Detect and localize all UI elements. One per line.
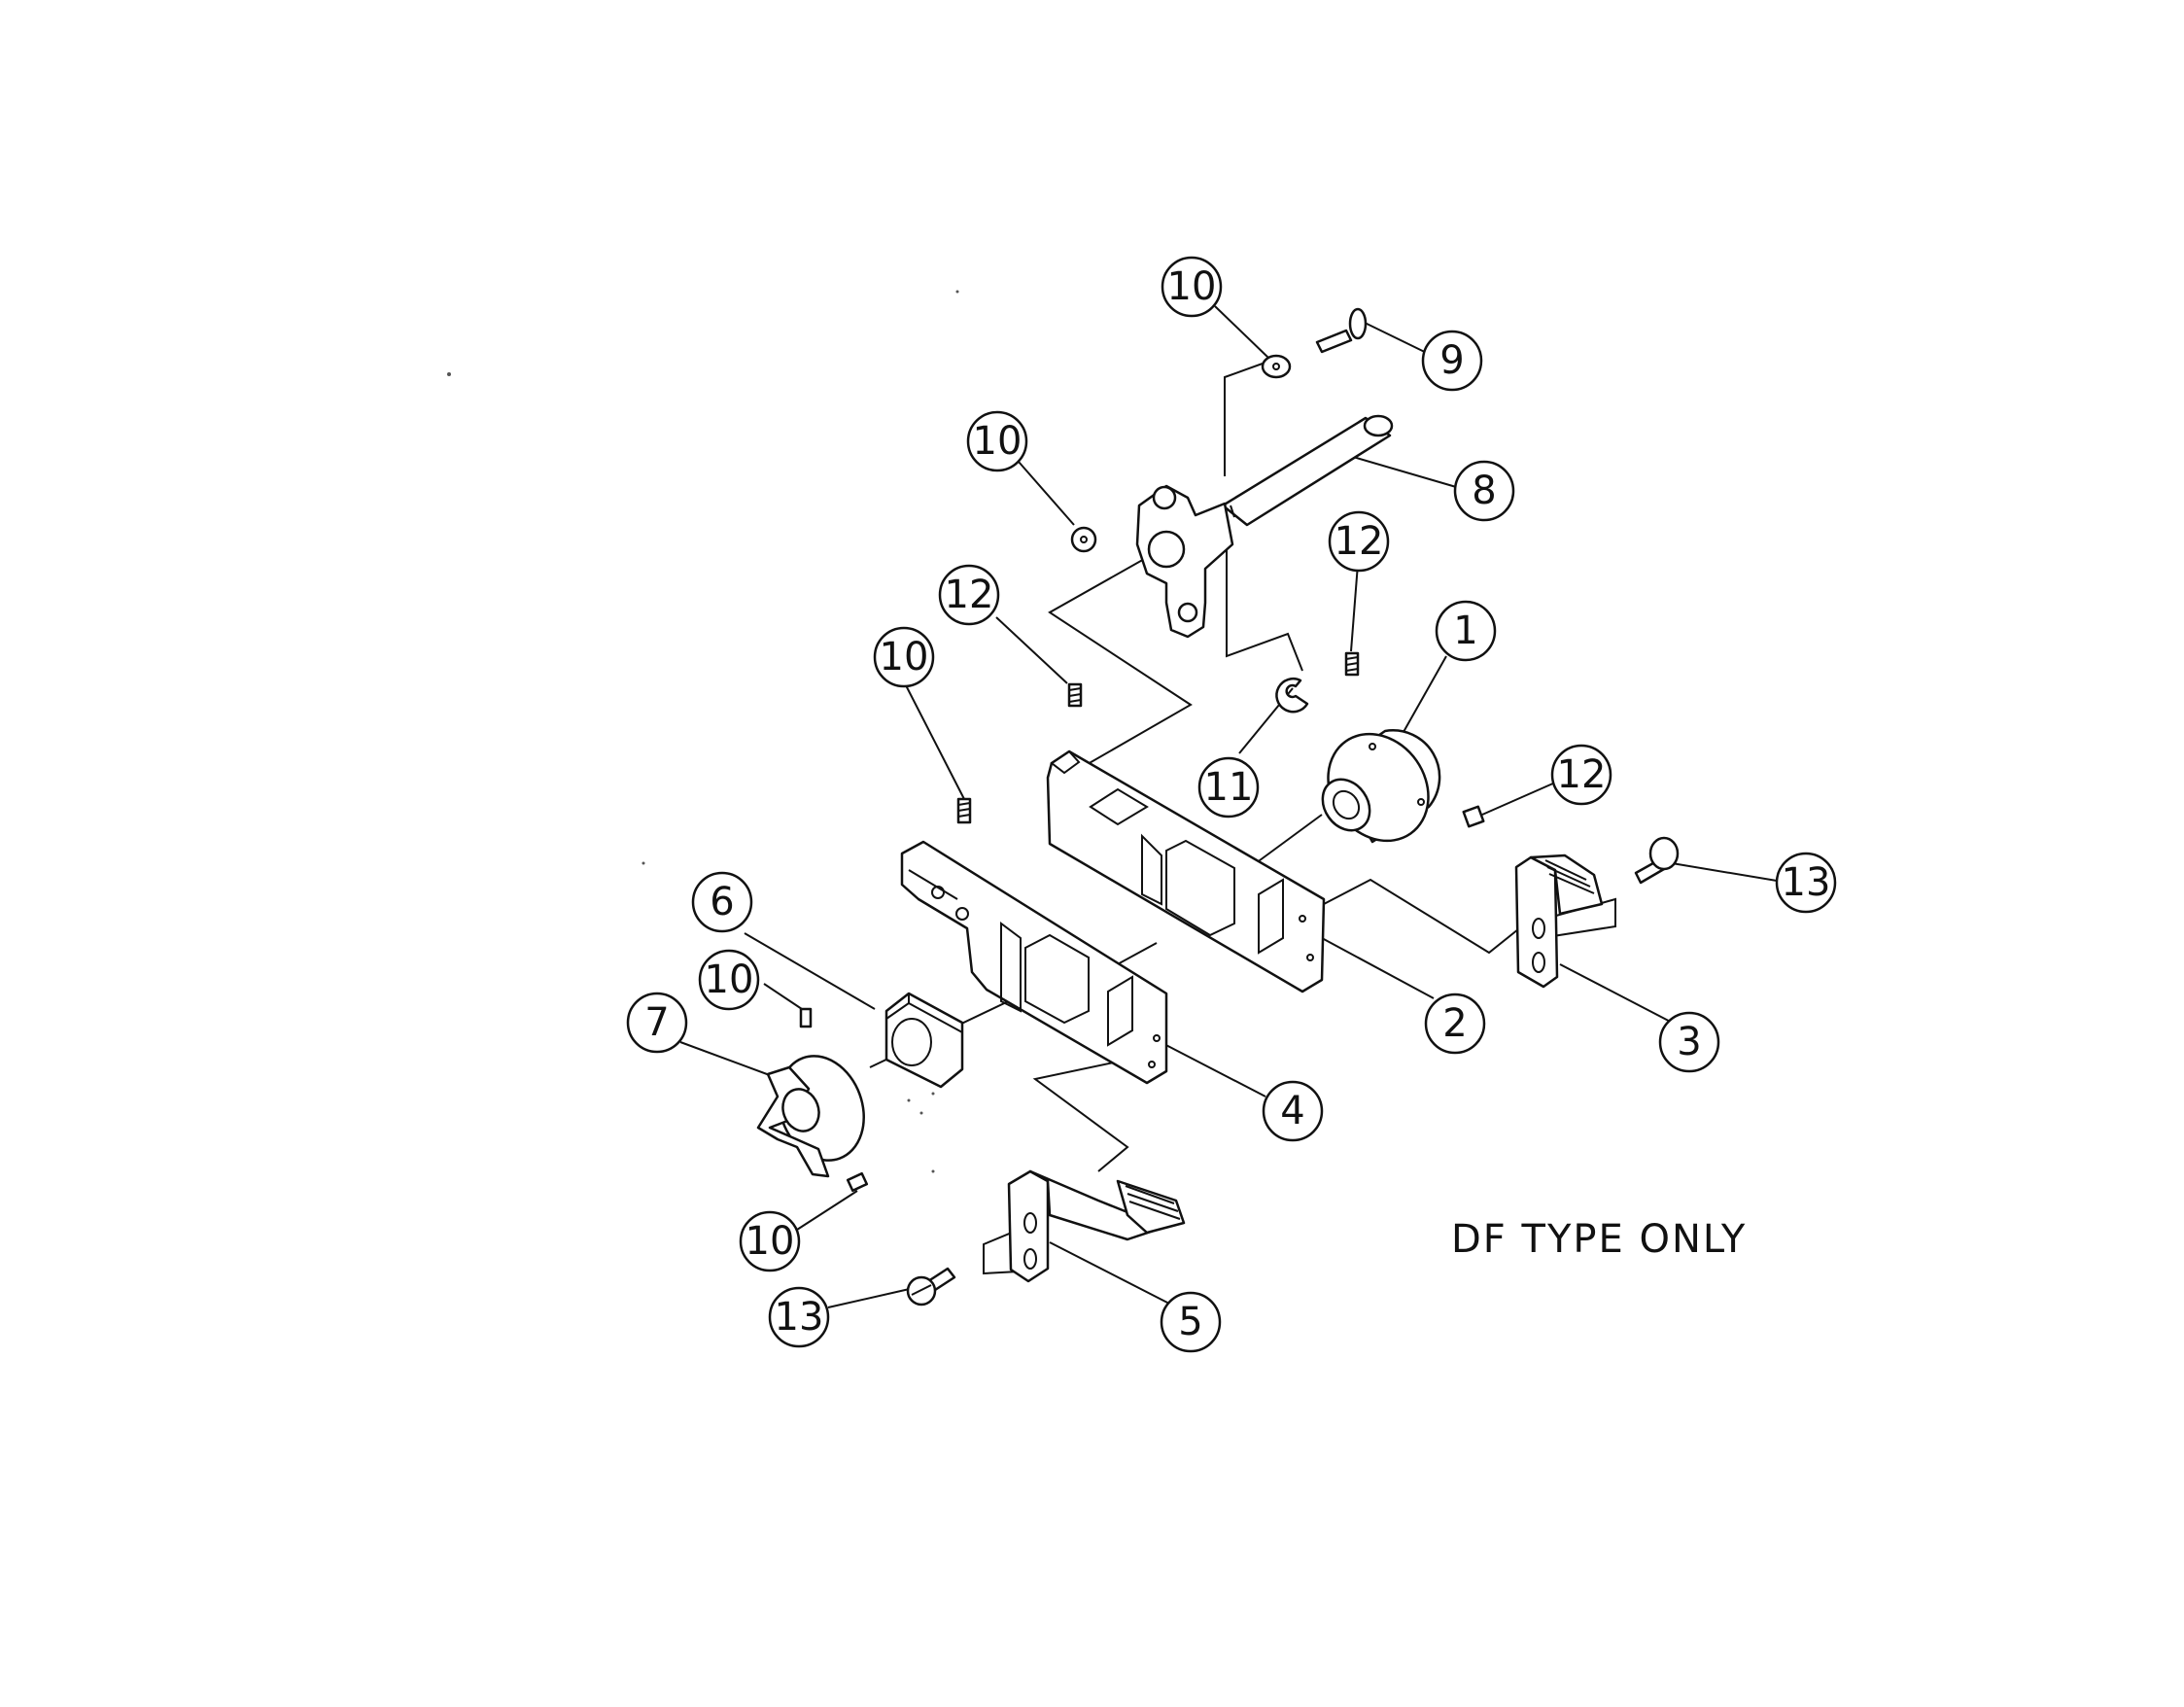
callout-10-top: 10 <box>1161 256 1223 318</box>
screw-part-13-bottom <box>906 1267 956 1306</box>
frame-bar-part-2 <box>1046 749 1326 993</box>
svg-text:11: 11 <box>1204 765 1254 810</box>
feed-dog-part-3 <box>1514 854 1604 989</box>
feed-dog-teeth-lower <box>1125 1185 1181 1220</box>
cam-part-7 <box>756 1055 865 1178</box>
set-screws <box>799 651 1485 1193</box>
callout-6: 6 <box>691 871 753 933</box>
svg-text:4: 4 <box>1280 1089 1304 1133</box>
svg-text:13: 13 <box>775 1295 824 1340</box>
block-part-6 <box>884 992 964 1089</box>
callout-11: 11 <box>1197 756 1260 819</box>
svg-text:12: 12 <box>945 573 994 617</box>
frame-bar-part-4 <box>900 840 1168 1085</box>
svg-text:12: 12 <box>1335 519 1384 564</box>
svg-text:13: 13 <box>1782 860 1831 905</box>
svg-text:3: 3 <box>1677 1020 1701 1064</box>
callout-10-spring: 10 <box>873 626 935 688</box>
washer-left <box>1070 526 1097 553</box>
svg-text:1: 1 <box>1453 609 1477 653</box>
callout-9: 9 <box>1421 330 1483 392</box>
callout-2: 2 <box>1424 993 1486 1055</box>
callout-1: 1 <box>1435 600 1497 662</box>
callout-12-cam: 12 <box>1328 510 1390 573</box>
eccentric-cam-part-1 <box>1321 729 1441 844</box>
feed-dog-teeth <box>1544 859 1595 894</box>
callout-12-top: 12 <box>938 564 1000 626</box>
svg-text:10: 10 <box>745 1219 795 1264</box>
callout-10-left: 10 <box>966 410 1028 472</box>
svg-text:12: 12 <box>1557 752 1607 797</box>
e-ring-part-11 <box>1275 678 1309 714</box>
svg-text:10: 10 <box>880 635 929 679</box>
callout-10-cam-bottom: 10 <box>739 1210 801 1272</box>
callout-3: 3 <box>1658 1011 1720 1073</box>
callout-12-right: 12 <box>1550 744 1612 806</box>
washer-top <box>1261 354 1292 379</box>
svg-text:7: 7 <box>644 1000 669 1045</box>
crank-lever <box>1135 484 1234 639</box>
svg-text:8: 8 <box>1472 469 1496 513</box>
svg-text:10: 10 <box>705 958 754 1002</box>
callout-4: 4 <box>1262 1080 1324 1142</box>
leader-lines <box>679 305 1789 1308</box>
svg-text:10: 10 <box>1167 264 1217 309</box>
svg-text:6: 6 <box>710 880 734 924</box>
callout-7: 7 <box>626 992 688 1054</box>
callout-8: 8 <box>1453 460 1515 522</box>
callout-13-right: 13 <box>1775 852 1837 914</box>
svg-text:9: 9 <box>1439 338 1464 383</box>
callout-10-cam-top: 10 <box>698 949 760 1011</box>
callout-labels: 1 2 3 4 5 6 7 8 <box>626 256 1837 1353</box>
svg-text:10: 10 <box>973 419 1023 464</box>
screw-part-13-right <box>1634 836 1680 885</box>
svg-text:5: 5 <box>1178 1300 1202 1344</box>
svg-text:2: 2 <box>1442 1001 1467 1046</box>
callout-13-bottom: 13 <box>768 1286 830 1348</box>
shaft-part-8 <box>1221 414 1394 527</box>
scan-specks <box>447 290 959 1173</box>
screw-part-9 <box>1315 307 1368 354</box>
feed-dog-part-5 <box>1007 1169 1186 1283</box>
df-type-only-note: DF TYPE ONLY <box>1451 1217 1747 1262</box>
callout-5: 5 <box>1160 1291 1222 1353</box>
